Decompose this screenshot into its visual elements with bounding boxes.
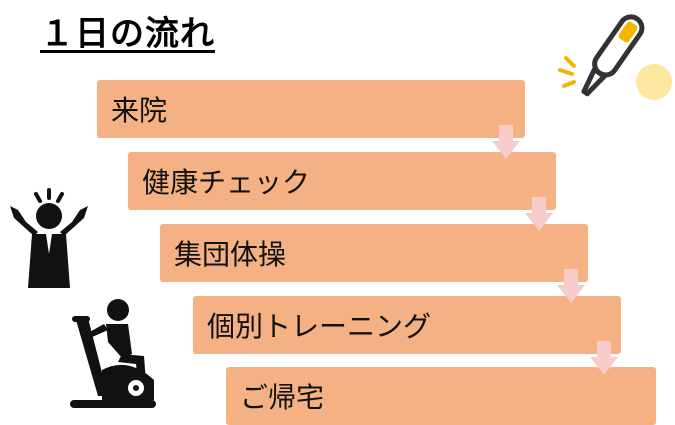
cheering-person-icon: [10, 188, 88, 288]
page-title: １日の流れ: [40, 14, 215, 54]
step-return-home: ご帰宅: [226, 367, 656, 425]
step-label: 個別トレーニング: [207, 310, 432, 343]
step-label: ご帰宅: [240, 381, 325, 414]
step-arrival: 来院: [97, 80, 525, 138]
step-individual-training: 個別トレーニング: [193, 296, 621, 354]
step-label: 集団体操: [174, 238, 287, 271]
step-health-check: 健康チェック: [128, 152, 556, 210]
step-label: 来院: [111, 94, 168, 127]
exercise-bike-icon: [70, 299, 156, 408]
step-label: 健康チェック: [142, 166, 311, 199]
down-arrow-icon: [525, 197, 553, 231]
down-arrow-icon: [492, 125, 520, 159]
down-arrow-icon: [590, 341, 618, 375]
step-group-exercise: 集団体操: [160, 224, 588, 282]
thermometer-icon: [558, 14, 672, 100]
down-arrow-icon: [557, 269, 585, 303]
